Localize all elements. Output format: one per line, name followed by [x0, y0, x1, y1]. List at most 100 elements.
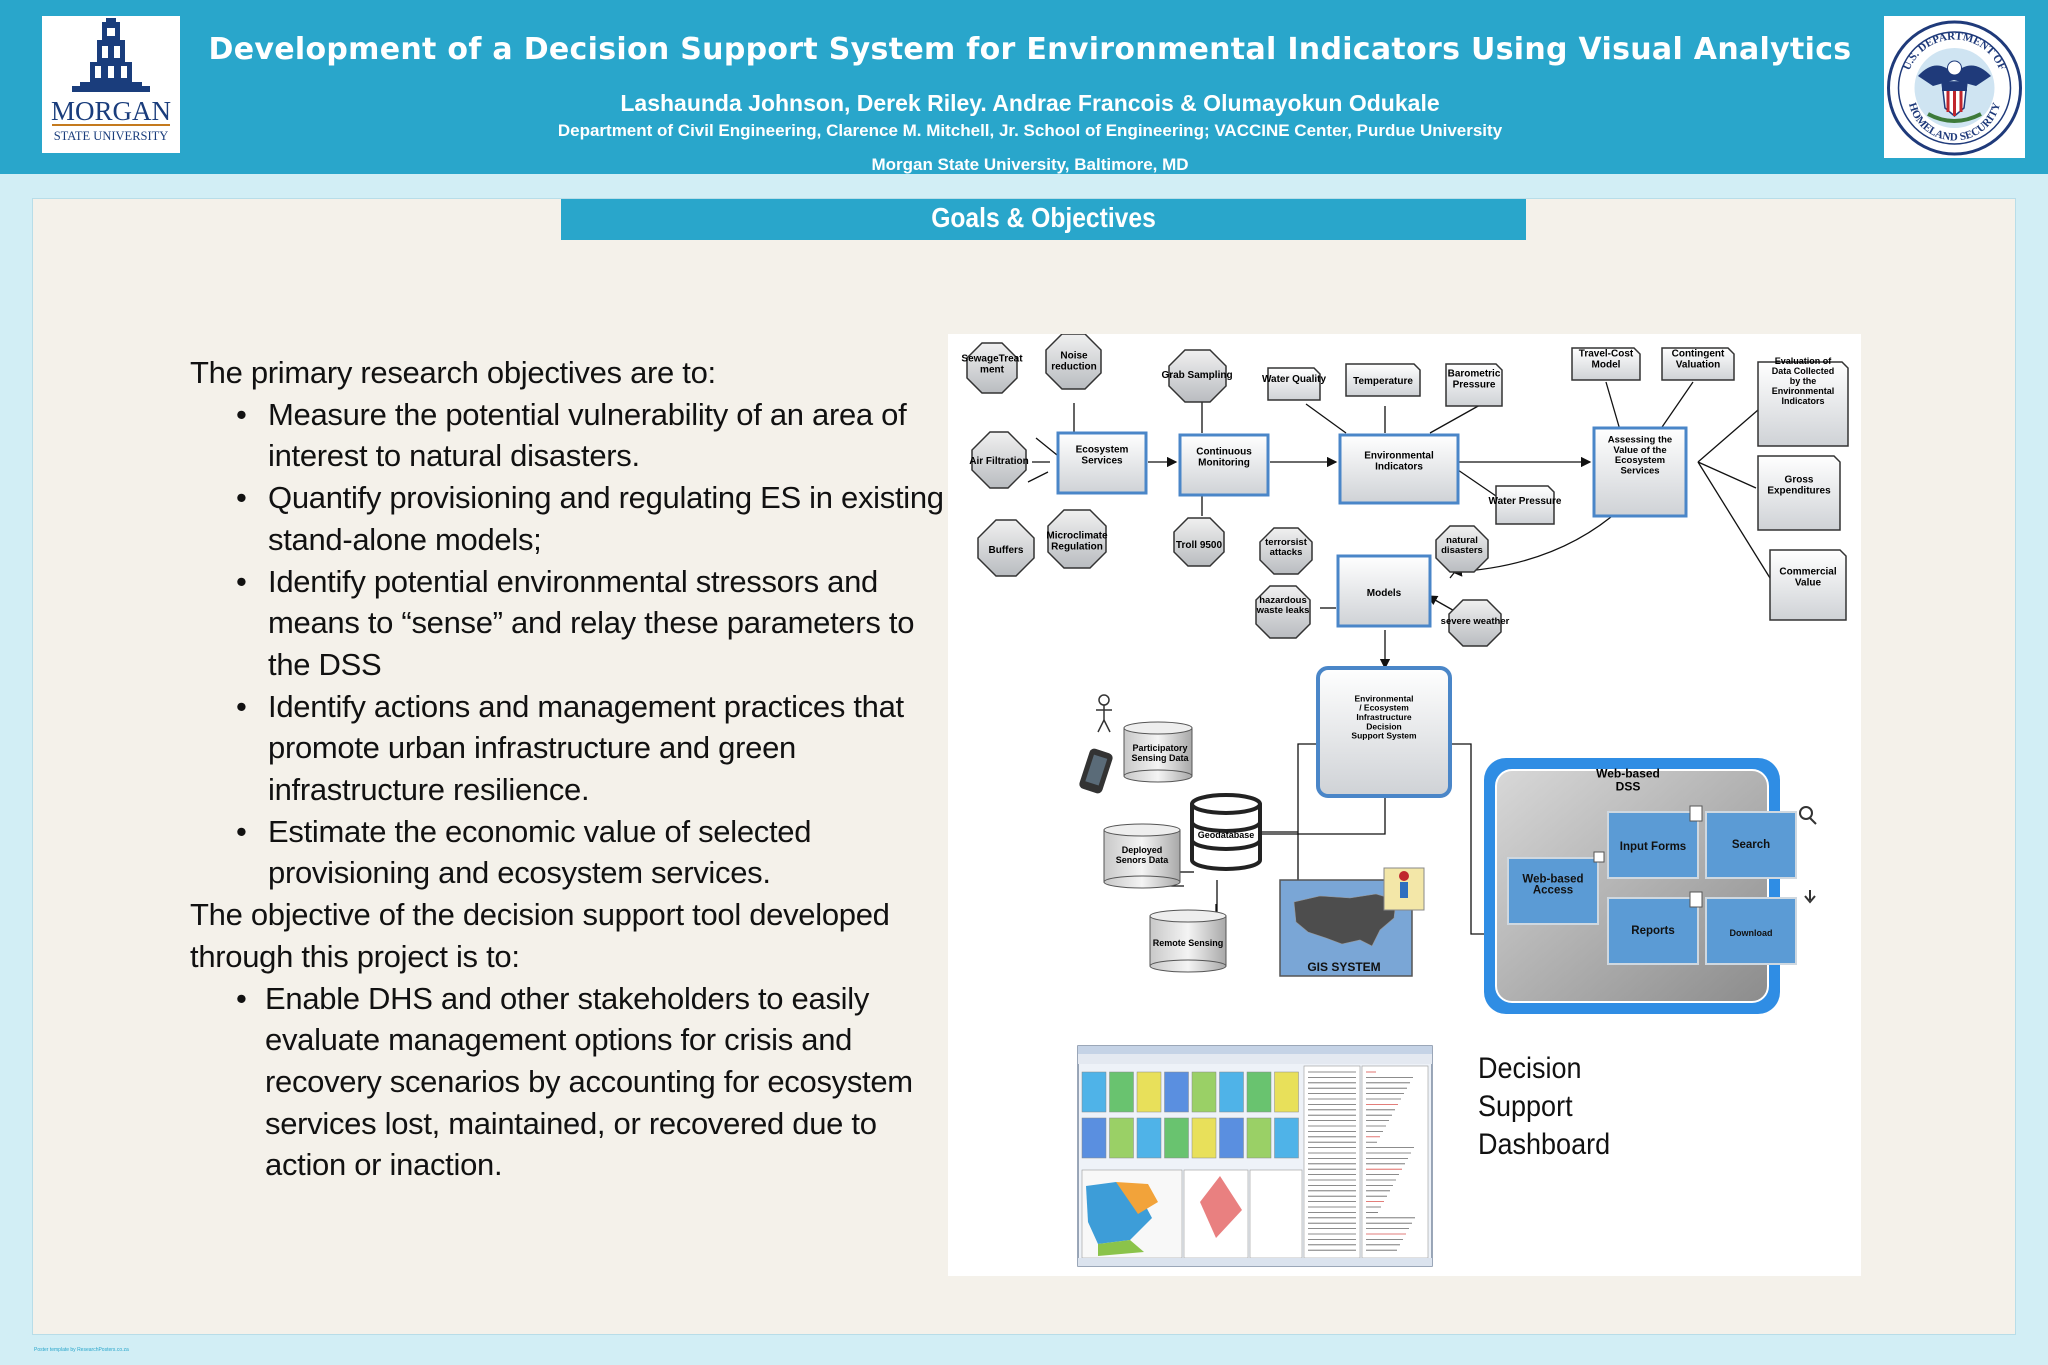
- person-icon: [1096, 694, 1112, 733]
- cylinder-deployed: [1103, 823, 1181, 889]
- dashboard-map-tile: [1246, 1071, 1272, 1113]
- poster-authors: Lashaunda Johnson, Derek Riley. Andrae F…: [620, 90, 1440, 116]
- octagon-troll: Troll 9500: [1176, 540, 1223, 551]
- web-dss-download: [1705, 897, 1797, 965]
- objectives-intro-2: The objective of the decision support to…: [190, 897, 890, 974]
- geodatabase-icon: [1190, 793, 1262, 871]
- box-continuous-monitoring: [1178, 433, 1270, 497]
- dashboard-map-tile: [1164, 1071, 1189, 1113]
- poster-department: Department of Civil Engineering, Clarenc…: [557, 121, 1503, 140]
- note-temperature: Temperature: [1353, 376, 1413, 387]
- source-geodatabase: Geodatabase: [1198, 830, 1255, 840]
- web-dss-input-forms: [1607, 811, 1699, 879]
- document-icon: [1593, 805, 1703, 908]
- template-credit: Poster template by ResearchPosters.co.za: [34, 1347, 129, 1353]
- morgan-state-logo: MORGAN STATE UNIVERSITY: [42, 16, 180, 153]
- octagon-severe-weather: severe weather: [1441, 616, 1510, 627]
- web-dss-reports: [1607, 897, 1699, 965]
- octagon-buffers: Buffers: [988, 545, 1023, 556]
- dashboard-map-tile: [1136, 1117, 1162, 1159]
- dashboard-map-tile: [1164, 1117, 1189, 1159]
- download-arrow-icon: [1804, 890, 1816, 904]
- objectives-list-2: Enable DHS and other stakeholders to eas…: [190, 978, 950, 1187]
- gis-label: GIS SYSTEM: [1307, 960, 1380, 974]
- objective-item: Identify actions and management practice…: [190, 686, 950, 811]
- dashboard-map-tile: [1109, 1117, 1134, 1159]
- web-dss-access: [1507, 857, 1599, 925]
- dashboard-map-tile: [1081, 1117, 1107, 1159]
- dashboard-map-tile: [1081, 1071, 1107, 1113]
- box-environmental-indicators: [1338, 433, 1460, 505]
- cylinder-participatory: [1123, 721, 1193, 783]
- section-title: Goals & Objectives: [931, 202, 1156, 233]
- objective-item: Identify potential environmental stresso…: [190, 561, 950, 686]
- dashboard-map-tile: [1219, 1117, 1244, 1159]
- dashboard-map-tile: [1109, 1071, 1134, 1113]
- dashboard-map-tile: [1219, 1071, 1244, 1113]
- note-water-quality: Water Quality: [1262, 374, 1327, 385]
- caption-line: Dashboard: [1478, 1128, 1611, 1161]
- diagram-notes: [1267, 347, 1849, 621]
- section-header-bar: [561, 199, 1526, 240]
- poster-title: Development of a Decision Support System…: [208, 32, 1852, 67]
- objective-item: Quantify provisioning and regulating ES …: [190, 477, 950, 560]
- dashboard-screenshot: [1077, 1045, 1433, 1267]
- octagon-grab-sampling: Grab Sampling: [1161, 370, 1232, 381]
- cylinder-remote-sensing: [1149, 909, 1227, 973]
- dashboard-map-tile: [1274, 1071, 1299, 1113]
- source-remote-sensing: Remote Sensing: [1153, 938, 1224, 948]
- gis-system-panel: [1279, 867, 1425, 977]
- logo-left-line1: MORGAN: [51, 96, 171, 126]
- objectives-text: The primary research objectives are to: …: [190, 352, 950, 1186]
- caption-line: Decision: [1478, 1052, 1582, 1085]
- objective-item: Measure the potential vulnerability of a…: [190, 394, 950, 477]
- web-dss-reports-label: Reports: [1631, 925, 1674, 937]
- objective-item: Estimate the economic value of selected …: [190, 811, 950, 894]
- web-dss-download-label: Download: [1730, 928, 1773, 938]
- dashboard-map-tile: [1191, 1071, 1217, 1113]
- poster-header: [0, 0, 2048, 174]
- dashboard-caption: Decision Support Dashboard: [1478, 1050, 1610, 1164]
- box-ecosystem-services: [1056, 431, 1148, 495]
- dashboard-map-tile: [1136, 1071, 1162, 1113]
- objective-item: Enable DHS and other stakeholders to eas…: [190, 978, 950, 1187]
- note-water-pressure: Water Pressure: [1489, 496, 1562, 507]
- caption-line: Support: [1478, 1090, 1573, 1123]
- octagon-air-filtration: Air Filtration: [969, 456, 1028, 467]
- box-dss-core: [1316, 666, 1452, 798]
- objectives-intro: The primary research objectives are to:: [190, 355, 716, 390]
- dhs-seal-logo: U.S. DEPARTMENT OF HOMELAND SECURITY: [1884, 16, 2025, 158]
- smartphone-icon: [1079, 748, 1113, 794]
- objectives-list: Measure the potential vulnerability of a…: [190, 394, 950, 894]
- web-dss-input-label: Input Forms: [1620, 841, 1686, 853]
- poster-location: Morgan State University, Baltimore, MD: [871, 155, 1189, 174]
- web-dss-search: [1705, 811, 1797, 879]
- logo-left-line2: STATE UNIVERSITY: [54, 129, 169, 143]
- box-assessing-value: [1592, 426, 1688, 518]
- magnifier-icon: [1799, 806, 1817, 825]
- dashboard-map-tile: [1191, 1117, 1217, 1159]
- box-label-models: Models: [1367, 588, 1402, 599]
